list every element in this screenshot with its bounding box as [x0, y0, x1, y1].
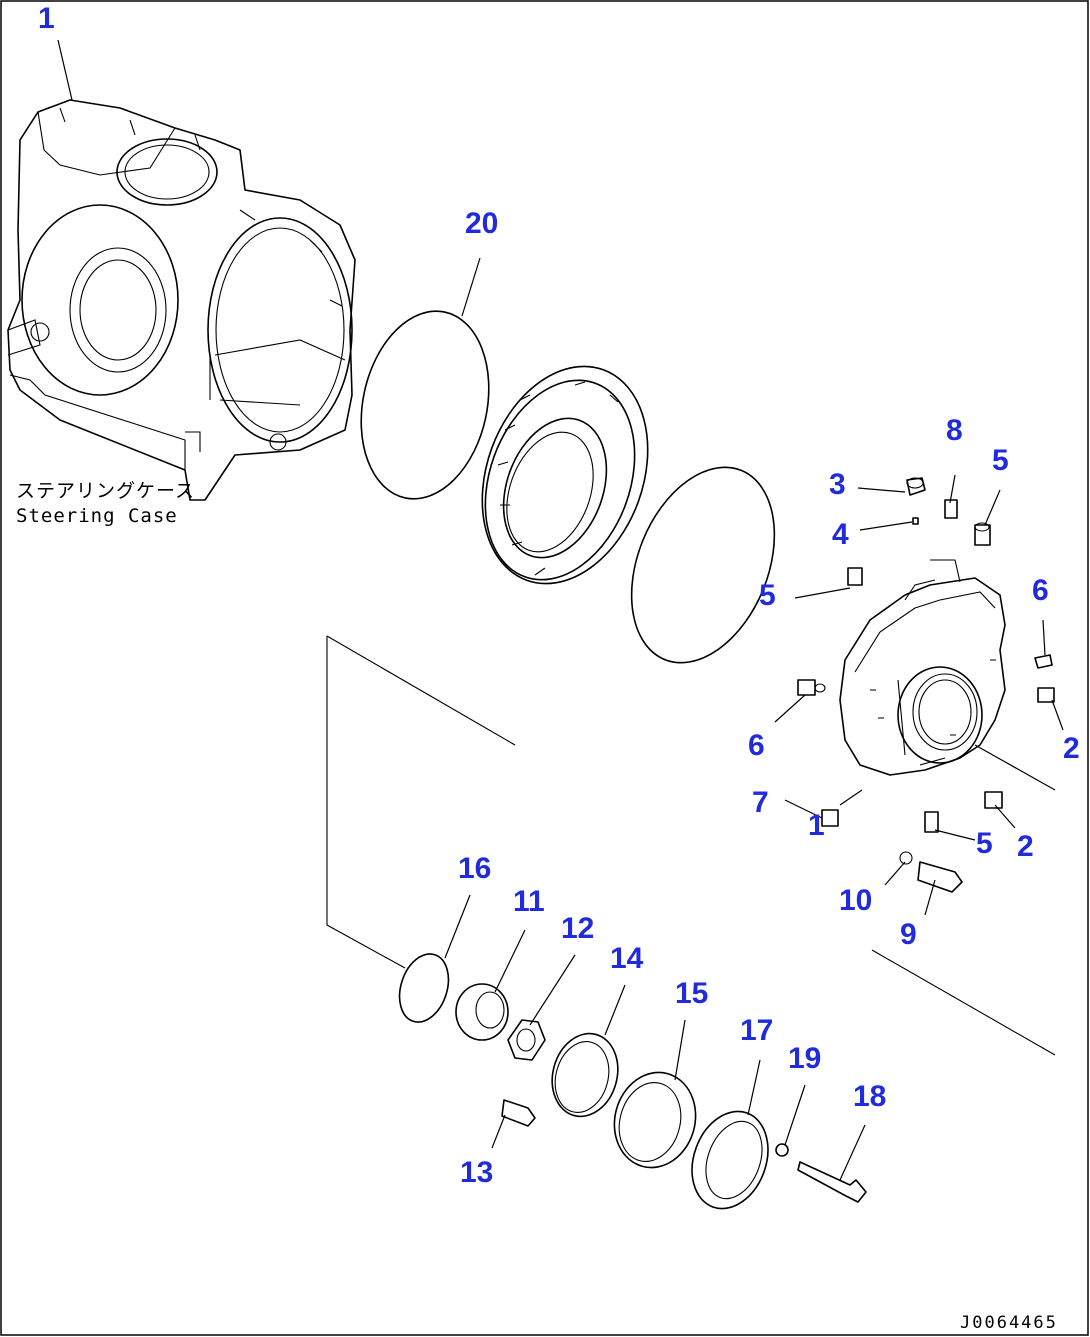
- callout-5-mid: 5: [759, 579, 776, 612]
- callout-15: 15: [675, 977, 708, 1010]
- callout-14: 14: [610, 942, 644, 975]
- callout-5-top: 5: [992, 444, 1009, 477]
- ring-15: [613, 1071, 697, 1169]
- callout-17: 17: [740, 1014, 773, 1047]
- callout-11: 11: [513, 885, 545, 918]
- document-id: J0064465: [960, 1313, 1058, 1333]
- callout-1-low: 1: [808, 809, 825, 842]
- callout-5-low: 5: [976, 827, 993, 860]
- callout-2-upper: 2: [1063, 732, 1080, 765]
- washer-19: [775, 1143, 789, 1157]
- o-ring-20: [360, 310, 490, 500]
- callout-2-lower: 2: [1017, 830, 1034, 863]
- ring-14: [551, 1032, 619, 1118]
- callout-10: 10: [839, 884, 872, 917]
- callout-labels: 1 20 8 5 3 4 5 6 6 2 7 1 5 2 10 9 16 11 …: [38, 2, 1080, 1189]
- callout-16: 16: [458, 852, 491, 885]
- callout-8: 8: [946, 414, 963, 447]
- nut-12: [507, 1019, 546, 1061]
- section-line-upper: [326, 635, 516, 746]
- callout-6-left: 6: [748, 729, 765, 762]
- callout-13: 13: [460, 1156, 493, 1189]
- section-line-right: [871, 949, 1056, 1056]
- caption-english: Steering Case: [16, 505, 178, 527]
- callout-12: 12: [561, 912, 594, 945]
- callout-18: 18: [853, 1080, 886, 1113]
- callout-4: 4: [832, 518, 849, 551]
- callout-19: 19: [788, 1042, 821, 1075]
- o-ring-16: [398, 953, 450, 1023]
- callout-7: 7: [752, 786, 769, 819]
- lock-13: [501, 1099, 536, 1127]
- callout-1-top: 1: [38, 2, 55, 35]
- steering-case-drawing: [7, 99, 356, 501]
- plate-17: [691, 1110, 769, 1210]
- callout-3: 3: [829, 468, 846, 501]
- leader-lines: [57, 39, 1064, 1181]
- cover-drawing: [839, 559, 1006, 776]
- section-line-left: [326, 636, 406, 969]
- o-ring-upper-right: [630, 466, 776, 664]
- bearing-11: [455, 983, 509, 1041]
- callout-9: 9: [900, 918, 917, 951]
- callout-6-right: 6: [1032, 574, 1049, 607]
- bearing-retainer-drawing: [481, 365, 649, 585]
- callout-20: 20: [465, 207, 498, 240]
- caption-japanese: ステアリングケース: [16, 480, 195, 502]
- bolt-18: [797, 1161, 867, 1203]
